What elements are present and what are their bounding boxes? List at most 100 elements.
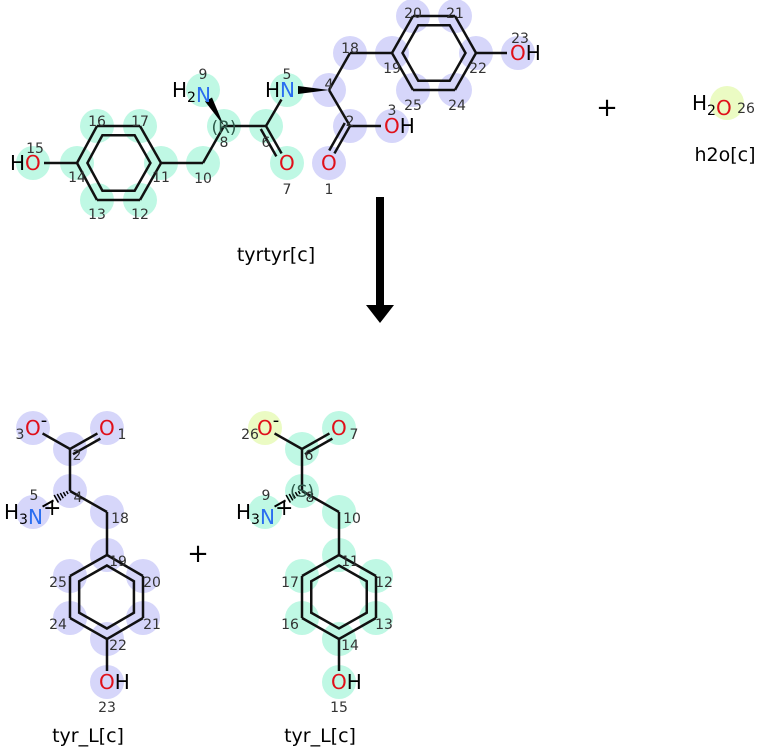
atom-number: 8: [220, 135, 229, 151]
atom-number: 16: [88, 114, 106, 130]
atom-highlight: [270, 146, 304, 180]
reactant-name-tyrtyr: tyrtyr[c]: [237, 244, 315, 266]
atom-number: 14: [341, 638, 359, 654]
atom-label-1: O: [321, 151, 337, 175]
atom-number: 11: [152, 170, 170, 186]
atom-number: 2: [346, 114, 355, 130]
atom-number: 7: [350, 427, 359, 443]
atom-number: 15: [26, 141, 44, 157]
bond: [453, 52, 478, 91]
aromatic-ring-inner: [85, 134, 152, 192]
atom-label-9: H3N+: [236, 496, 293, 529]
atom-label-7: O: [279, 151, 295, 175]
bond: [75, 125, 99, 164]
bond: [301, 432, 331, 451]
atom-number: 18: [111, 511, 129, 527]
atom-number: 10: [343, 511, 361, 527]
bond: [301, 553, 340, 578]
down-arrow-icon: [366, 197, 394, 323]
atom-number: 25: [404, 98, 422, 114]
atom-highlight: [90, 665, 124, 699]
aromatic-ring-inner: [310, 564, 368, 630]
wedge-bond: [205, 97, 224, 126]
atom-label-23: OH: [99, 670, 130, 694]
atom-highlight: [16, 411, 50, 445]
atom-number: 18: [341, 41, 359, 57]
hashed-bond: [59, 492, 64, 499]
atom-label-5: H3N+: [4, 496, 61, 529]
double-bond-line: [259, 128, 278, 158]
atom-label-3: OH: [384, 114, 415, 138]
bond: [390, 15, 415, 54]
atom-highlight: [16, 495, 50, 529]
atom-number: 26: [241, 427, 259, 443]
atom-number: 23: [98, 700, 116, 716]
bond: [327, 52, 352, 91]
atom-number: 12: [131, 207, 149, 223]
atom-label-26: H2O: [692, 91, 732, 120]
atom-number: 3: [16, 427, 25, 443]
atom-number: 26: [737, 101, 755, 117]
bond: [338, 616, 377, 641]
atom-number: 12: [375, 575, 393, 591]
atom-highlight: [16, 146, 50, 180]
atom-label-23: OH: [510, 41, 541, 65]
hashed-bond: [291, 492, 296, 499]
wedge-bond: [298, 86, 329, 94]
hashed-bond: [53, 494, 60, 503]
bond: [273, 432, 303, 451]
atom-number: 9: [199, 67, 208, 83]
atom-number: 15: [330, 700, 348, 716]
atom-number: 16: [281, 617, 299, 633]
product-name-tyr-1: tyr_L[c]: [52, 725, 124, 747]
hashed-bond: [288, 493, 294, 501]
atom-highlight: [501, 36, 535, 70]
atom-number: 23: [511, 31, 529, 47]
atom-highlight: [248, 411, 282, 445]
atom-label-26: O-: [257, 410, 279, 440]
atom-number: 6: [305, 448, 314, 464]
atom-label-15: HO: [10, 151, 41, 175]
atom-highlight: [322, 411, 356, 445]
atom-highlight: [322, 665, 356, 699]
atom-number: 13: [375, 617, 393, 633]
atom-number: 21: [446, 6, 464, 22]
atom-highlight: [312, 146, 346, 180]
atom-number: 11: [341, 554, 359, 570]
atom-label-15: OH: [331, 670, 362, 694]
bond: [274, 499, 287, 508]
bond: [301, 616, 340, 641]
stereo-label-s: (S): [290, 482, 314, 502]
atom-number: 1: [325, 182, 334, 198]
reactant-name-h2o: h2o[c]: [694, 144, 755, 166]
bond: [453, 15, 478, 54]
hashed-bond: [56, 493, 62, 501]
aromatic-ring-inner: [401, 24, 467, 82]
atom-number: 21: [143, 617, 161, 633]
hashed-bond: [294, 491, 299, 497]
atom-number: 20: [143, 575, 161, 591]
double-bond-line: [72, 437, 102, 456]
atom-number: 20: [404, 6, 422, 22]
bond: [201, 125, 226, 164]
plus-sign-reactants: +: [596, 93, 618, 123]
hashed-bond: [65, 490, 69, 495]
atom-number: 8: [306, 490, 315, 506]
atom-number: 17: [281, 575, 299, 591]
atom-number: 9: [262, 488, 271, 504]
atom-number: 25: [49, 575, 67, 591]
bond: [138, 125, 163, 164]
atom-label-1: O: [99, 416, 115, 440]
atom-number: 22: [109, 638, 127, 654]
bond: [338, 553, 377, 578]
bond: [69, 553, 108, 578]
atom-label-9: H2N: [172, 78, 211, 107]
atom-highlight: [248, 495, 282, 529]
atom-number: 19: [383, 61, 401, 77]
atom-number: 5: [283, 67, 292, 83]
atom-number: 22: [469, 61, 487, 77]
atom-number: 13: [88, 207, 106, 223]
product-name-tyr-2: tyr_L[c]: [284, 725, 356, 747]
atom-highlight: [270, 73, 304, 107]
